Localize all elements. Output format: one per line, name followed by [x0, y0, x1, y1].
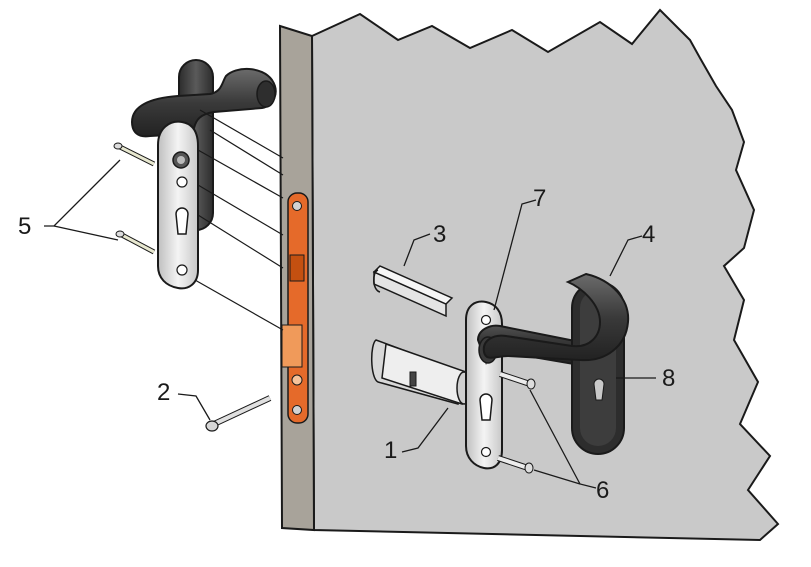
callout-3: 3: [433, 221, 446, 248]
callout-6: 6: [596, 477, 609, 504]
spindle-3: [372, 265, 454, 318]
callout-1: 1: [384, 437, 397, 464]
right-lever-4: [482, 272, 630, 362]
screw-5-lower: [115, 230, 156, 255]
callout-leaders: [44, 159, 656, 489]
callout-8: 8: [662, 365, 675, 392]
assembly-guide-lines: [194, 109, 284, 331]
lock-faceplate: [281, 192, 309, 424]
screw-5-upper: [113, 142, 156, 167]
cylinder-1: [371, 339, 472, 405]
callout-4: 4: [642, 221, 655, 248]
screw-6-lower: [497, 455, 534, 474]
callout-5: 5: [18, 213, 31, 240]
callout-2: 2: [157, 379, 170, 406]
screw-2: [205, 395, 272, 432]
left-inner-plate: [157, 120, 199, 290]
door-panel: [310, 8, 780, 542]
callout-7: 7: [533, 185, 546, 212]
screw-6-upper: [499, 371, 536, 390]
